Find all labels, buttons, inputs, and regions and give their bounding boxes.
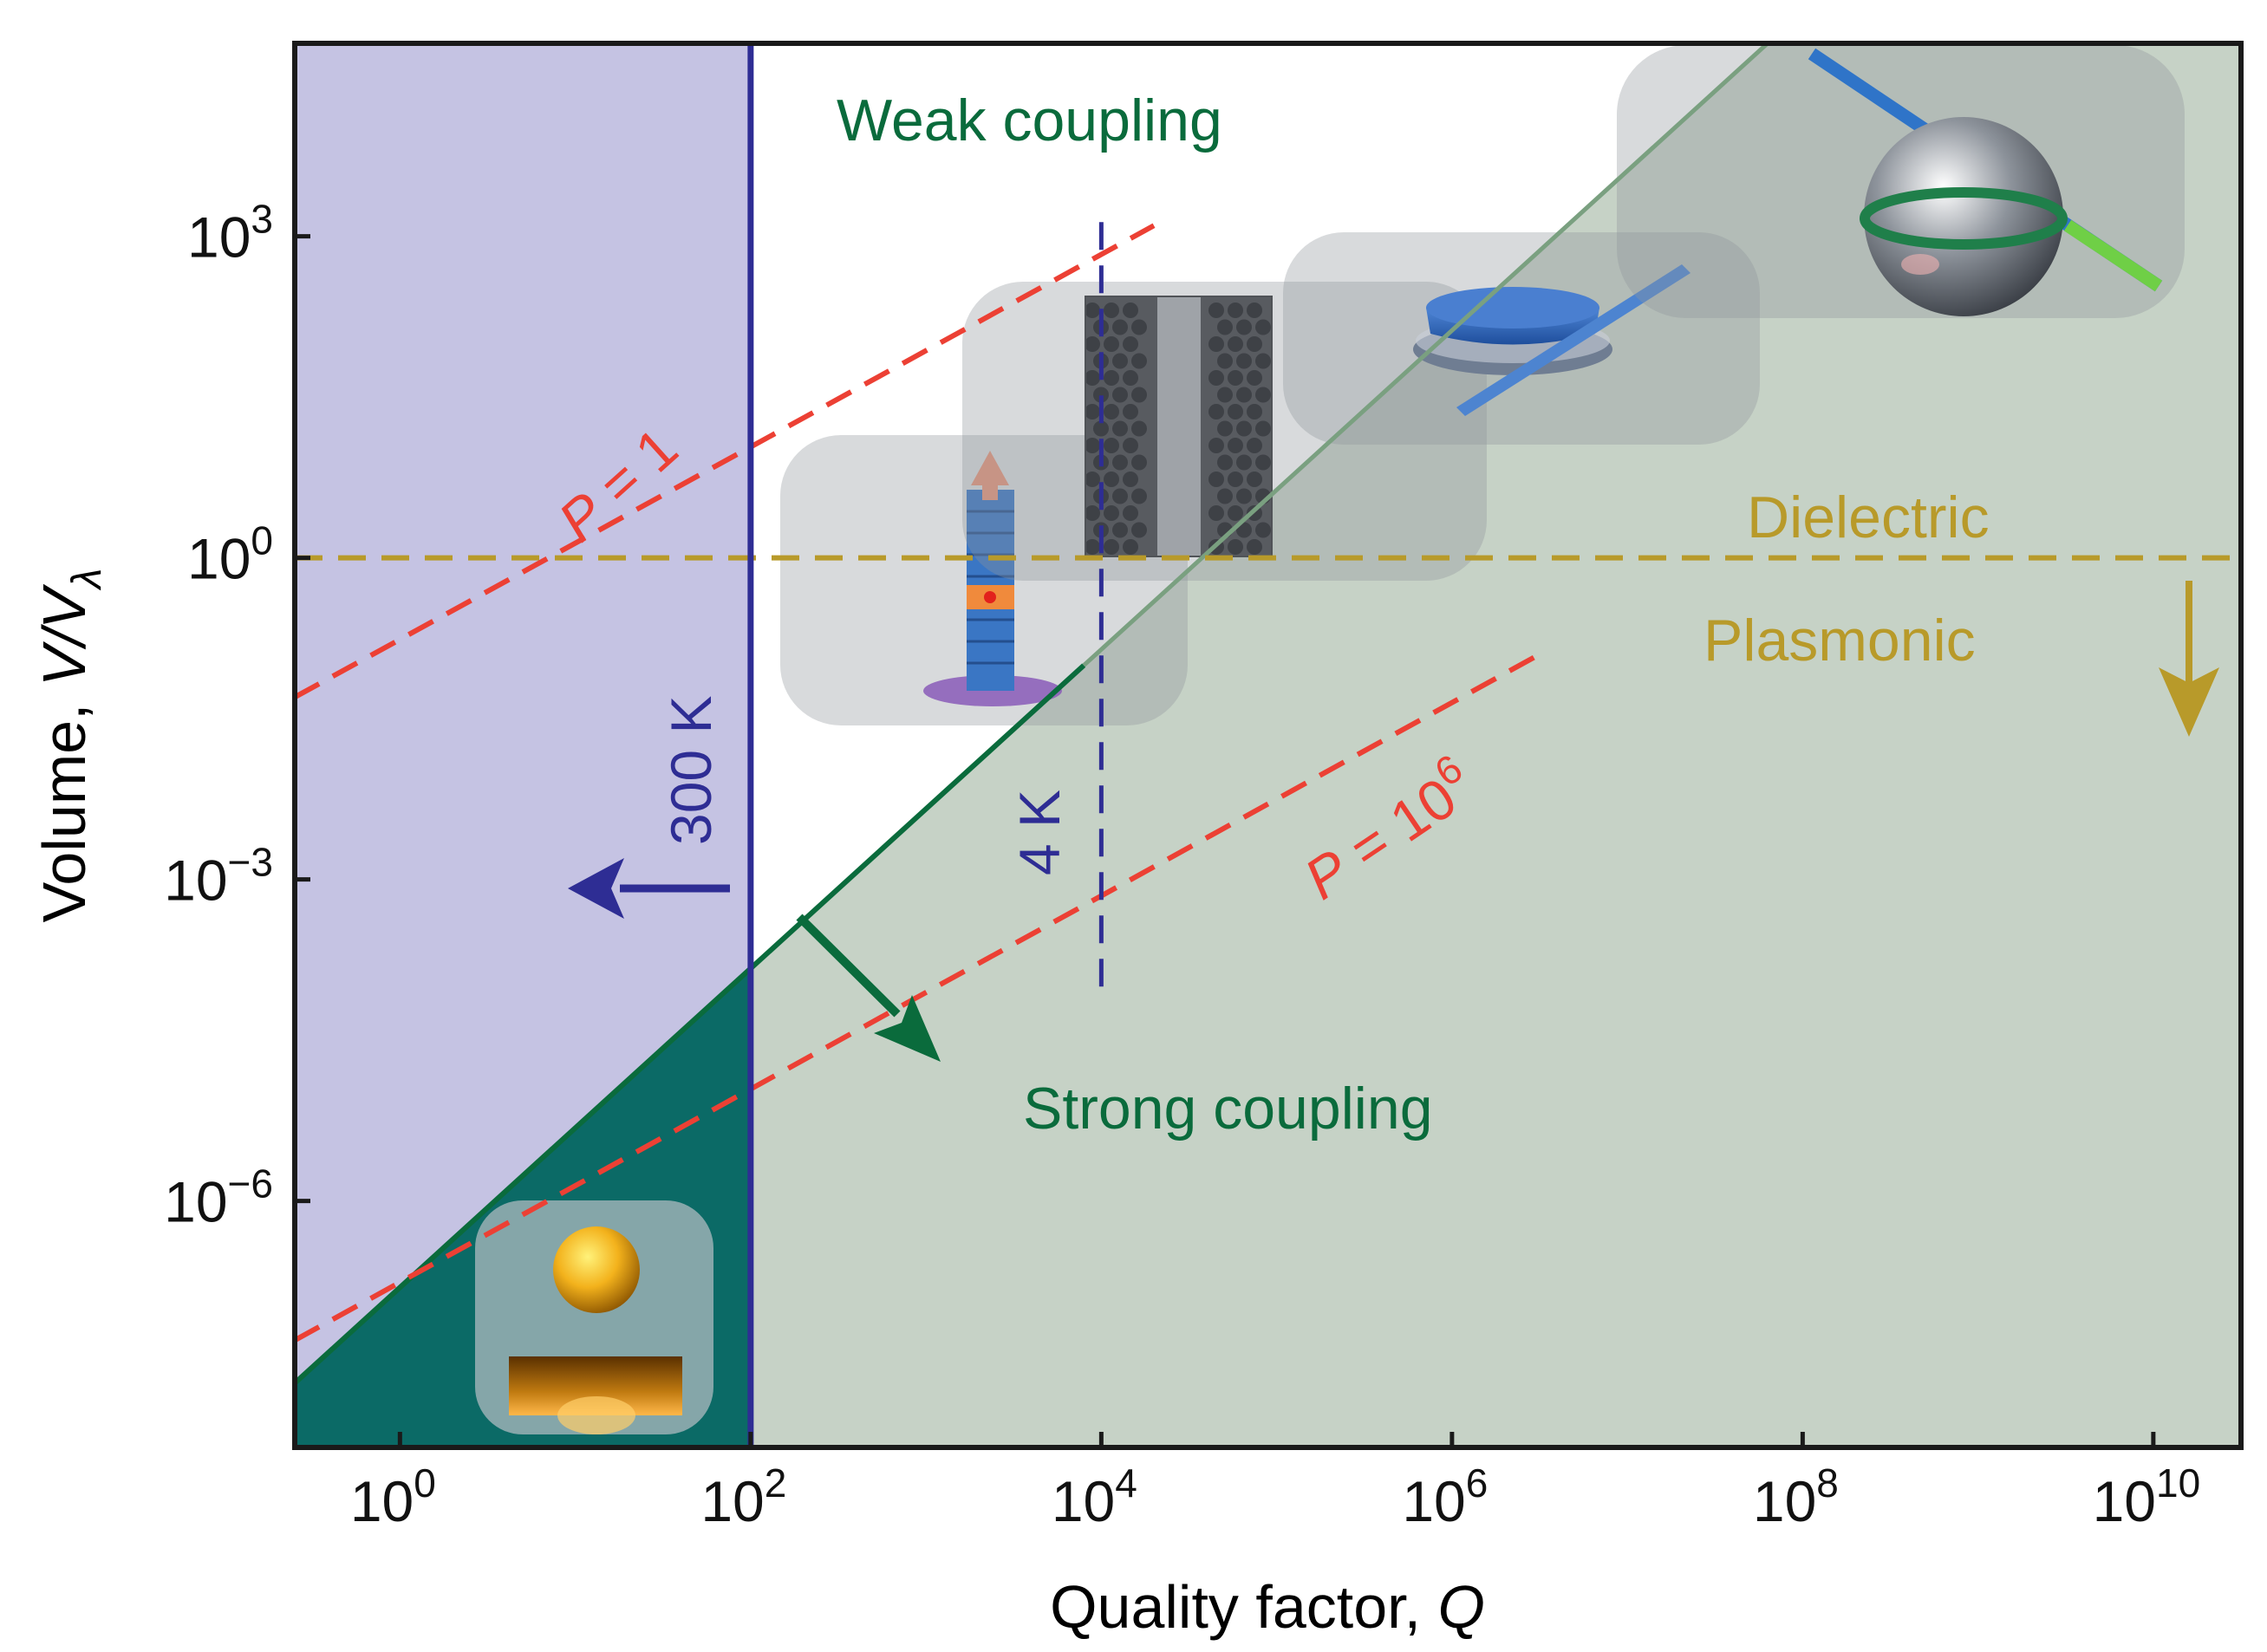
- strong-coupling-label: Strong coupling: [1023, 1076, 1433, 1141]
- x-axis-label-variable: Q: [1437, 1573, 1484, 1641]
- x-tick-label: 100: [350, 1460, 436, 1533]
- dielectric-label: Dielectric: [1747, 485, 1990, 550]
- y-tick-label: 10−3: [164, 840, 273, 913]
- y-tick-base: 10: [164, 1170, 227, 1234]
- 4k-label: 4 K: [1007, 790, 1072, 875]
- y-tick-base: 10: [187, 205, 251, 270]
- y-tick-label: 103: [187, 197, 273, 270]
- x-tick-exponent: 2: [765, 1460, 787, 1506]
- y-tick-base: 10: [164, 849, 227, 913]
- x-tick-exponent: 4: [1115, 1460, 1137, 1506]
- strong-coupling-arrow: [796, 914, 941, 1062]
- p-equals-1-line: [295, 223, 1156, 699]
- x-axis-label: Quality factor, Q: [1050, 1573, 1485, 1641]
- x-tick-label: 108: [1753, 1460, 1839, 1533]
- y-tick-label: 10−6: [164, 1161, 273, 1234]
- microsphere-illustration: [1617, 45, 2185, 318]
- y-axis-label-subscript: λ: [64, 569, 110, 592]
- x-tick-label: 104: [1052, 1460, 1137, 1533]
- plasmonic-nanoparticle-illustration: [475, 1200, 713, 1434]
- y-tick-exponent: 3: [251, 197, 273, 242]
- cavity-illustrations: [475, 45, 2185, 1434]
- 300k-arrow: [568, 858, 730, 919]
- plot-frame: [292, 41, 2244, 1450]
- y-tick-exponent: −6: [228, 1161, 273, 1206]
- x-tick-label: 1010: [2093, 1460, 2201, 1533]
- plasmonic-label: Plasmonic: [1704, 608, 1976, 673]
- x-tick-label: 106: [1402, 1460, 1488, 1533]
- y-tick-label: 100: [187, 518, 273, 591]
- y-tick-exponent: 0: [251, 518, 273, 563]
- y-tick-base: 10: [187, 527, 251, 591]
- x-tick-exponent: 8: [1816, 1460, 1839, 1506]
- plot-area: [295, 43, 2241, 1447]
- y-axis-label-variable: V/V: [30, 583, 98, 686]
- thermal-limit-region: [295, 43, 751, 1383]
- x-tick-exponent: 6: [1466, 1460, 1489, 1506]
- coupling-boundary-line-lower: [295, 663, 1086, 1386]
- arrows: [568, 581, 2219, 1062]
- x-tick-exponent: 10: [2156, 1460, 2200, 1506]
- plasmonic-arrow: [2159, 581, 2219, 737]
- x-tick-base: 10: [1402, 1469, 1465, 1533]
- p-equals-1e6-line: [295, 652, 1541, 1343]
- x-axis-label-text: Quality factor,: [1050, 1573, 1437, 1641]
- x-tick-base: 10: [350, 1469, 414, 1533]
- x-tick-base: 10: [2093, 1469, 2156, 1533]
- y-axis-label: Volume, V/Vλ: [30, 569, 110, 923]
- y-axis-label-text: Volume,: [30, 686, 98, 922]
- x-tick-base: 10: [1753, 1469, 1816, 1533]
- microdisk-illustration: [1283, 232, 1760, 445]
- y-tick-exponent: −3: [228, 840, 273, 885]
- x-tick-base: 10: [700, 1469, 764, 1533]
- coupling-boundary-line-upper: [1082, 43, 1769, 667]
- x-tick-exponent: 0: [414, 1460, 436, 1506]
- strong-coupling-region: [750, 43, 2241, 1447]
- weak-coupling-label: Weak coupling: [837, 88, 1222, 153]
- x-tick-base: 10: [1052, 1469, 1115, 1533]
- 300k-label: 300 K: [659, 696, 723, 845]
- x-tick-label: 102: [700, 1460, 786, 1533]
